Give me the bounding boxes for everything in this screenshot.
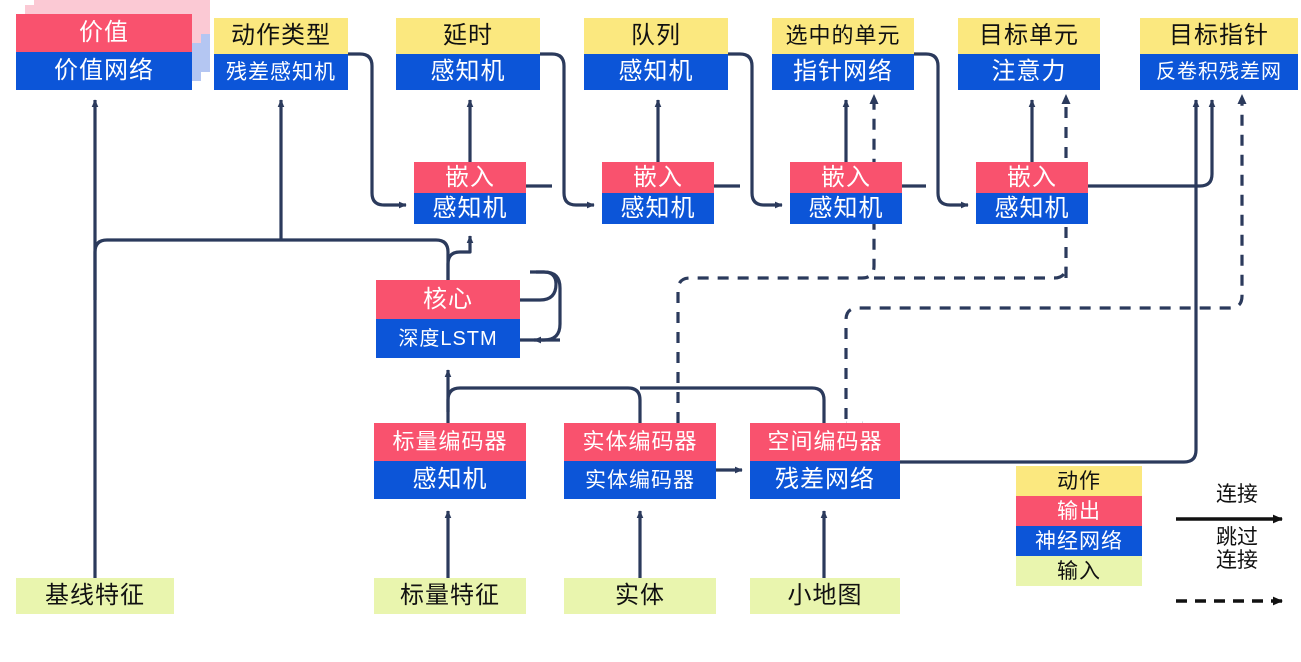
legend-swatch-network: 神经网络: [1016, 526, 1142, 556]
node-core-bottom-label: 深度LSTM: [376, 319, 520, 358]
wire-embed4-to-target-point: [1088, 99, 1216, 188]
node-embed4[interactable]: 嵌入感知机: [976, 162, 1088, 224]
node-entities[interactable]: 实体: [564, 578, 716, 614]
node-entity_encoder-bottom-label: 实体编码器: [564, 461, 716, 499]
node-selected_units[interactable]: 选中的单元指针网络: [772, 18, 914, 90]
node-embed2-top-label: 嵌入: [602, 162, 714, 193]
node-target_point[interactable]: 目标指针反卷积残差网: [1140, 18, 1298, 90]
node-delay-bottom-label: 感知机: [396, 54, 540, 90]
legend-swatch-action: 动作: [1016, 466, 1142, 496]
node-selected_units-bottom-label: 指针网络: [772, 54, 914, 90]
node-spatial_encoder-top-label: 空间编码器: [750, 423, 900, 461]
wire-core-self-loop-b: [448, 272, 536, 280]
node-scalar_encoder-top-label: 标量编码器: [374, 423, 526, 461]
node-selected_units-top-label: 选中的单元: [772, 18, 914, 54]
node-value[interactable]: 价值价值网络: [16, 14, 192, 90]
wire-core-self-loop-a: [520, 270, 558, 302]
skip-branch-to-target-unit: [874, 265, 1068, 280]
legend-arrow-connection: 连接: [1182, 483, 1292, 507]
node-value-bottom-label: 价值网络: [16, 52, 192, 90]
legend-label-connection: 连接: [1216, 483, 1258, 506]
node-scalar_features-top-label: 标量特征: [374, 578, 526, 614]
node-embed1[interactable]: 嵌入感知机: [414, 162, 526, 224]
node-embed3[interactable]: 嵌入感知机: [790, 162, 902, 224]
node-spatial_encoder[interactable]: 空间编码器残差网络: [750, 423, 900, 499]
node-minimap-top-label: 小地图: [750, 578, 900, 614]
node-target_point-top-label: 目标指针: [1140, 18, 1298, 54]
node-value-top-label: 价值: [16, 14, 192, 52]
skip-spatial-to-target-point: [844, 100, 1244, 499]
node-queue[interactable]: 队列感知机: [584, 18, 728, 90]
node-target_point-bottom-label: 反卷积残差网: [1140, 54, 1298, 90]
node-minimap[interactable]: 小地图: [750, 578, 900, 614]
node-action_type[interactable]: 动作类型残差感知机: [214, 18, 348, 90]
node-delay[interactable]: 延时感知机: [396, 18, 540, 90]
node-baseline_features[interactable]: 基线特征: [16, 578, 174, 614]
node-entity_encoder[interactable]: 实体编码器实体编码器: [564, 423, 716, 499]
node-embed1-top-label: 嵌入: [414, 162, 526, 193]
legend-swatch-output: 输出: [1016, 496, 1142, 526]
node-embed1-bottom-label: 感知机: [414, 193, 526, 224]
node-delay-top-label: 延时: [396, 18, 540, 54]
legend-swatch-input: 输入: [1016, 556, 1142, 586]
wire-core-to-embed1: [446, 235, 474, 280]
node-target_unit-bottom-label: 注意力: [958, 54, 1100, 90]
node-entities-top-label: 实体: [564, 578, 716, 614]
node-embed3-bottom-label: 感知机: [790, 193, 902, 224]
node-embed2-bottom-label: 感知机: [602, 193, 714, 224]
node-scalar_features[interactable]: 标量特征: [374, 578, 526, 614]
node-embed3-top-label: 嵌入: [790, 162, 902, 193]
node-queue-bottom-label: 感知机: [584, 54, 728, 90]
node-target_unit-top-label: 目标单元: [958, 18, 1100, 54]
node-embed2[interactable]: 嵌入感知机: [602, 162, 714, 224]
node-embed4-bottom-label: 感知机: [976, 193, 1088, 224]
legend-label-skip-line1: 跳过: [1216, 526, 1258, 549]
node-scalar_encoder[interactable]: 标量编码器感知机: [374, 423, 526, 499]
skip-entity-to-selected-units: [676, 100, 876, 423]
legend-arrow-skip: 跳过 连接: [1182, 526, 1292, 572]
wire-entity-encoder-to-core-bus: [446, 386, 642, 423]
wire-spatial-to-target-point: [900, 99, 1200, 464]
legend-label-skip-line2: 连接: [1216, 548, 1258, 572]
node-core[interactable]: 核心深度LSTM: [376, 280, 520, 358]
wire-spatial-encoder-to-core-bus: [640, 386, 826, 423]
node-embed4-top-label: 嵌入: [976, 162, 1088, 193]
wire-core-recurrent: [520, 270, 562, 342]
node-action_type-bottom-label: 残差感知机: [214, 54, 348, 90]
node-entity_encoder-top-label: 实体编码器: [564, 423, 716, 461]
node-baseline_features-top-label: 基线特征: [16, 578, 174, 614]
node-queue-top-label: 队列: [584, 18, 728, 54]
node-core-top-label: 核心: [376, 280, 520, 319]
node-action_type-top-label: 动作类型: [214, 18, 348, 54]
skip-arrowheads: [869, 94, 1247, 104]
legend-swatches: 动作 输出 神经网络 输入: [1016, 466, 1142, 586]
node-scalar_encoder-bottom-label: 感知机: [374, 461, 526, 499]
node-target_unit[interactable]: 目标单元注意力: [958, 18, 1100, 90]
node-spatial_encoder-bottom-label: 残差网络: [750, 461, 900, 499]
